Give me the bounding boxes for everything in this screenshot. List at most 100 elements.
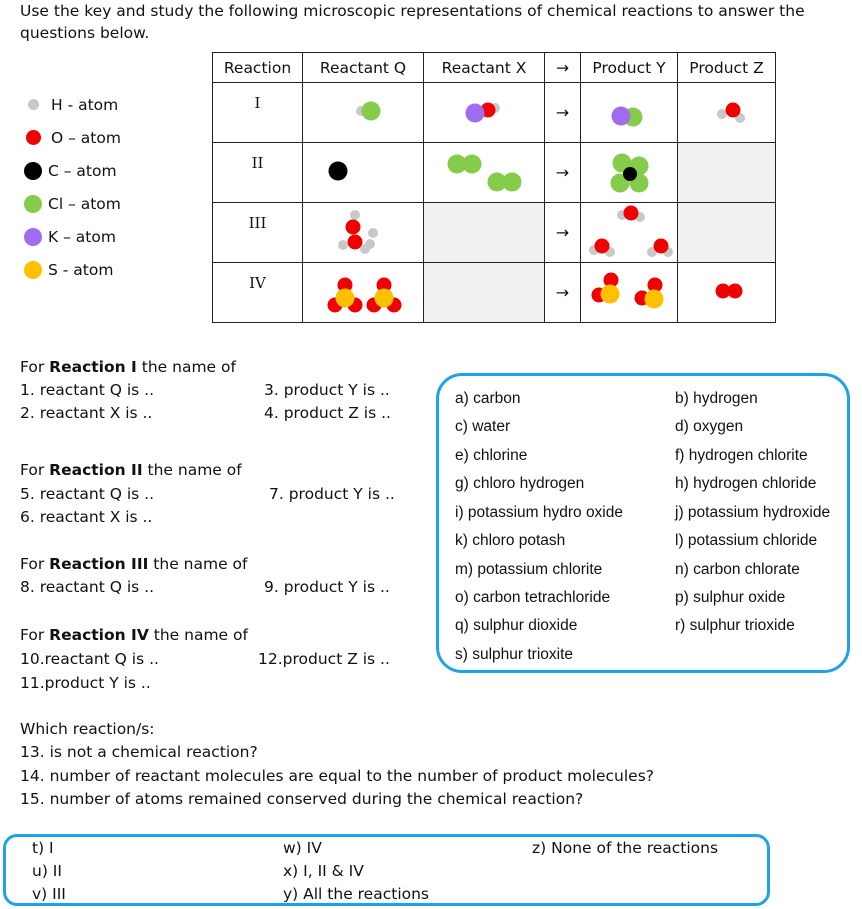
table-row-reaction-2: II → — [212, 142, 776, 203]
option-l: l) potassium chloride — [675, 532, 818, 549]
question-10: 10.reactant Q is .. — [20, 650, 159, 668]
question-15: 15. number of atoms remained conserved d… — [20, 790, 584, 808]
product-y-diagram — [580, 142, 678, 203]
option-b: b) hydrogen — [675, 390, 758, 407]
key-item-hydrogen: H - atom — [24, 88, 121, 121]
key-item-carbon: C – atom — [24, 154, 121, 187]
header-reactant-q: Reactant Q — [302, 52, 424, 83]
header-product-z: Product Z — [677, 52, 776, 83]
key-item-sulphur: S - atom — [24, 253, 121, 286]
key-label: H - atom — [51, 95, 119, 114]
option-p: p) sulphur oxide — [675, 589, 786, 606]
question-12: 12.product Z is .. — [258, 650, 390, 668]
atom-key: H - atom O – atom C – atom Cl – atom K –… — [24, 88, 121, 286]
sulphur-dioxide-molecules-icon — [591, 272, 664, 308]
product-z-empty — [677, 202, 776, 263]
product-y-diagram — [580, 262, 678, 323]
oxygen-molecule-icon — [715, 283, 742, 298]
option-k: k) chloro potash — [455, 532, 566, 549]
question-5: 5. reactant Q is .. — [20, 485, 154, 503]
water-molecule-icon — [716, 102, 745, 123]
key-label: K – atom — [48, 227, 116, 246]
potassium-atom-icon — [24, 227, 42, 246]
reaction-3-heading: For Reaction III the name of — [20, 555, 248, 573]
product-y-diagram — [580, 82, 678, 143]
question-9: 9. product Y is .. — [264, 578, 390, 596]
header-product-y: Product Y — [580, 52, 678, 83]
question-4: 4. product Z is .. — [264, 404, 391, 422]
product-z-diagram — [677, 262, 776, 323]
reaction-label: IV — [212, 262, 303, 323]
key-label: Cl – atom — [48, 194, 121, 213]
key-label: O – atom — [51, 128, 121, 147]
key-label: S - atom — [48, 260, 114, 279]
reactant-x-diagram — [423, 82, 545, 143]
water-molecules-icon — [338, 209, 378, 254]
reaction-2-heading: For Reaction II the name of — [20, 461, 242, 479]
carbon-tetrachloride-molecule-icon — [610, 153, 649, 192]
option-y: y) All the reactions — [283, 885, 430, 903]
arrow-cell: → — [544, 82, 581, 143]
key-item-potassium: K – atom — [24, 220, 121, 253]
which-reactions-heading: Which reaction/s: — [20, 720, 155, 738]
name-options-box: a) carbon b) hydrogen c) water d) oxygen… — [436, 373, 850, 673]
option-c: c) water — [455, 418, 511, 435]
key-item-chlorine: Cl – atom — [24, 187, 121, 220]
option-q: q) sulphur dioxide — [455, 617, 578, 634]
reactant-q-diagram — [302, 262, 424, 323]
key-label: C – atom — [48, 161, 117, 180]
header-reaction: Reaction — [212, 52, 303, 83]
reactant-q-diagram — [302, 142, 424, 203]
reaction-label: II — [212, 142, 303, 203]
question-3: 3. product Y is .. — [264, 381, 390, 399]
option-d: d) oxygen — [675, 418, 744, 435]
table-row-reaction-3: III → — [212, 202, 776, 263]
arrow-cell: → — [544, 142, 581, 203]
arrow-cell: → — [544, 202, 581, 263]
option-h: h) hydrogen chloride — [675, 475, 817, 492]
kcl-molecule-icon — [611, 106, 643, 126]
chlorine-atom-icon — [24, 194, 42, 213]
option-s: s) sulphur trioxite — [455, 646, 574, 663]
carbon-atom-icon — [24, 161, 42, 180]
option-v: v) III — [32, 885, 66, 903]
question-8: 8. reactant Q is .. — [20, 578, 154, 596]
question-11: 11.product Y is .. — [20, 674, 151, 692]
reactant-x-empty — [423, 202, 545, 263]
sulphur-trioxide-molecules-icon — [327, 277, 402, 312]
reaction-table: Reaction Reactant Q Reactant X → Product… — [212, 52, 776, 323]
sulphur-atom-icon — [24, 260, 42, 279]
option-a: a) carbon — [455, 390, 521, 407]
arrow-cell: → — [544, 262, 581, 323]
option-w: w) IV — [283, 839, 322, 857]
question-2: 2. reactant X is .. — [20, 404, 153, 422]
option-t: t) I — [32, 839, 54, 857]
option-u: u) II — [32, 862, 62, 880]
koh-molecule-icon — [465, 102, 500, 122]
option-i: i) potassium hydro oxide — [455, 504, 623, 521]
reaction-1-heading: For Reaction I the name of — [20, 358, 236, 376]
question-14: 14. number of reactant molecules are equ… — [20, 767, 654, 785]
option-e: e) chlorine — [455, 447, 528, 464]
option-r: r) sulphur trioxide — [675, 617, 795, 634]
table-row-reaction-1: I → — [212, 82, 776, 143]
hydrogen-atom-icon — [28, 99, 39, 110]
hcl-molecule-icon — [356, 101, 381, 120]
reaction-label: III — [212, 202, 303, 263]
question-13: 13. is not a chemical reaction? — [20, 743, 258, 761]
question-6: 6. reactant X is .. — [20, 508, 153, 526]
product-y-diagram — [580, 202, 678, 263]
option-f: f) hydrogen chlorite — [675, 447, 808, 464]
oxygen-atom-icon — [26, 130, 41, 145]
chlorine-molecules-icon — [447, 154, 522, 191]
reactant-x-empty — [423, 262, 545, 323]
reactant-q-diagram — [302, 82, 424, 143]
key-item-oxygen: O – atom — [24, 121, 121, 154]
table-header-row: Reaction Reactant Q Reactant X → Product… — [212, 52, 776, 83]
table-row-reaction-4: IV → — [212, 262, 776, 323]
option-g: g) chloro hydrogen — [455, 475, 585, 492]
header-arrow: → — [544, 52, 581, 83]
reaction-4-heading: For Reaction IV the name of — [20, 626, 248, 644]
option-j: j) potassium hydroxide — [675, 504, 831, 521]
question-7: 7. product Y is .. — [269, 485, 395, 503]
